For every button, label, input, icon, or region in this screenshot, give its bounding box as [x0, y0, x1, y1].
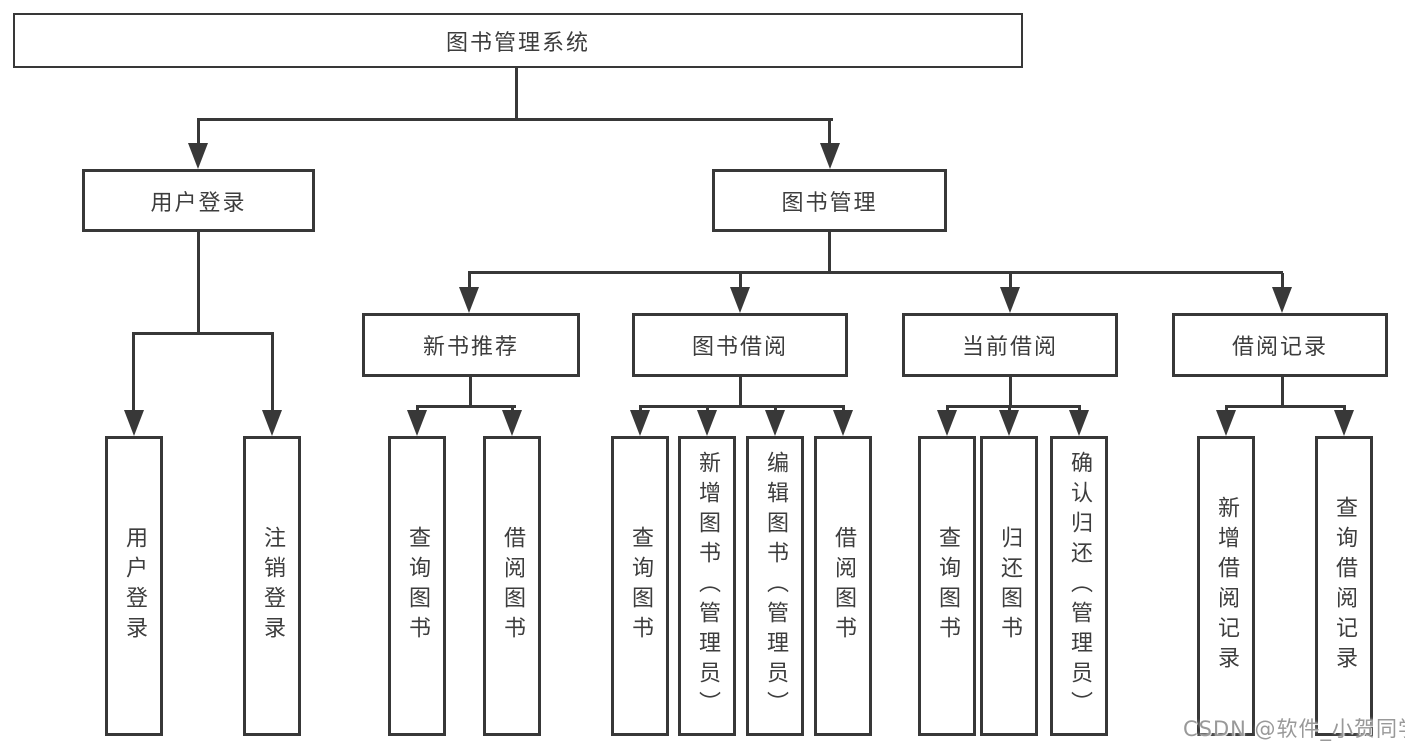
connector-user-login-bar — [132, 332, 274, 335]
leaf-query-books-recommend-label: 查询图书 — [405, 526, 430, 646]
node-book-management-label: 图书管理 — [781, 190, 878, 216]
leaf-user-login: 用户登录 — [105, 436, 163, 736]
connector-new-book-stem — [469, 377, 472, 407]
connector-root-stem — [515, 68, 518, 120]
leaf-query-borrow-record-label: 查询借阅记录 — [1332, 496, 1357, 676]
arrow-down-icon — [1000, 287, 1020, 313]
node-book-borrow: 图书借阅 — [632, 313, 848, 377]
leaf-user-login-label: 用户登录 — [122, 526, 147, 646]
node-book-management: 图书管理 — [712, 169, 947, 232]
arrow-down-icon — [1216, 410, 1236, 436]
connector-book-management-bar — [468, 271, 1283, 274]
leaf-edit-book-admin: 编辑图书（管理员） — [746, 436, 804, 736]
arrow-down-icon — [262, 410, 282, 436]
arrow-down-icon — [124, 410, 144, 436]
connector-user-login-stem — [197, 232, 200, 335]
node-user-login-label: 用户登录 — [150, 190, 247, 216]
connector-book-borrow-bar — [639, 405, 845, 408]
leaf-borrow-books-recommend-label: 借阅图书 — [500, 526, 525, 646]
node-new-book-recommend-label: 新书推荐 — [422, 335, 519, 360]
connector-root-bar — [197, 118, 833, 121]
connector-drop-leaf-user-login — [132, 334, 135, 412]
connector-new-book-bar — [416, 405, 516, 408]
leaf-query-books: 查询图书 — [611, 436, 669, 736]
arrow-down-icon — [999, 410, 1019, 436]
leaf-add-book-admin: 新增图书（管理员） — [678, 436, 736, 736]
connector-borrow-records-bar — [1225, 405, 1346, 408]
node-new-book-recommend: 新书推荐 — [362, 313, 580, 377]
leaf-add-book-admin-label: 新增图书（管理员） — [695, 451, 720, 721]
leaf-return-books-label: 归还图书 — [997, 526, 1022, 646]
leaf-logout: 注销登录 — [243, 436, 301, 736]
leaf-borrow-books-label: 借阅图书 — [831, 526, 856, 646]
node-current-borrow: 当前借阅 — [902, 313, 1118, 377]
node-library-system-label: 图书管理系统 — [445, 30, 590, 56]
leaf-add-borrow-record-label: 新增借阅记录 — [1214, 496, 1239, 676]
leaf-borrow-books: 借阅图书 — [814, 436, 872, 736]
leaf-confirm-return-admin: 确认归还（管理员） — [1050, 436, 1108, 736]
connector-borrow-records-stem — [1281, 377, 1284, 407]
connector-current-borrow-stem — [1009, 377, 1012, 407]
arrow-down-icon — [765, 410, 785, 436]
connector-drop-user-login — [197, 120, 200, 148]
node-current-borrow-label: 当前借阅 — [961, 335, 1058, 360]
node-library-system: 图书管理系统 — [13, 13, 1023, 68]
connector-drop-book-management — [828, 120, 831, 148]
arrow-down-icon — [937, 410, 957, 436]
arrow-down-icon — [407, 410, 427, 436]
arrow-down-icon — [697, 410, 717, 436]
leaf-return-books: 归还图书 — [980, 436, 1038, 736]
connector-drop-book-borrow — [739, 273, 742, 289]
node-borrow-records: 借阅记录 — [1172, 313, 1388, 377]
csdn-watermark: CSDN @软件_小贺同学 — [1183, 717, 1405, 741]
arrow-down-icon — [820, 143, 840, 169]
leaf-add-borrow-record: 新增借阅记录 — [1197, 436, 1255, 736]
node-book-borrow-label: 图书借阅 — [691, 335, 788, 360]
arrow-down-icon — [1069, 410, 1089, 436]
leaf-query-books-recommend: 查询图书 — [388, 436, 446, 736]
arrow-down-icon — [1272, 287, 1292, 313]
arrow-down-icon — [459, 287, 479, 313]
connector-drop-current-borrow — [1009, 273, 1012, 289]
arrow-down-icon — [502, 410, 522, 436]
arrow-down-icon — [833, 410, 853, 436]
arrow-down-icon — [188, 143, 208, 169]
node-user-login: 用户登录 — [82, 169, 315, 232]
arrow-down-icon — [1334, 410, 1354, 436]
leaf-edit-book-admin-label: 编辑图书（管理员） — [763, 451, 788, 721]
node-borrow-records-label: 借阅记录 — [1231, 335, 1328, 360]
leaf-query-borrow-record: 查询借阅记录 — [1315, 436, 1373, 736]
leaf-query-books-current: 查询图书 — [918, 436, 976, 736]
leaf-borrow-books-recommend: 借阅图书 — [483, 436, 541, 736]
leaf-query-books-label: 查询图书 — [628, 526, 653, 646]
connector-book-management-stem — [828, 232, 831, 273]
connector-drop-new-book — [468, 273, 471, 289]
connector-drop-leaf-logout — [271, 334, 274, 412]
arrow-down-icon — [630, 410, 650, 436]
leaf-query-books-current-label: 查询图书 — [935, 526, 960, 646]
connector-drop-borrow-records — [1281, 273, 1284, 289]
leaf-logout-label: 注销登录 — [260, 526, 285, 646]
arrow-down-icon — [730, 287, 750, 313]
leaf-confirm-return-admin-label: 确认归还（管理员） — [1067, 451, 1092, 721]
connector-book-borrow-stem — [739, 377, 742, 407]
connector-current-borrow-bar — [946, 405, 1081, 408]
